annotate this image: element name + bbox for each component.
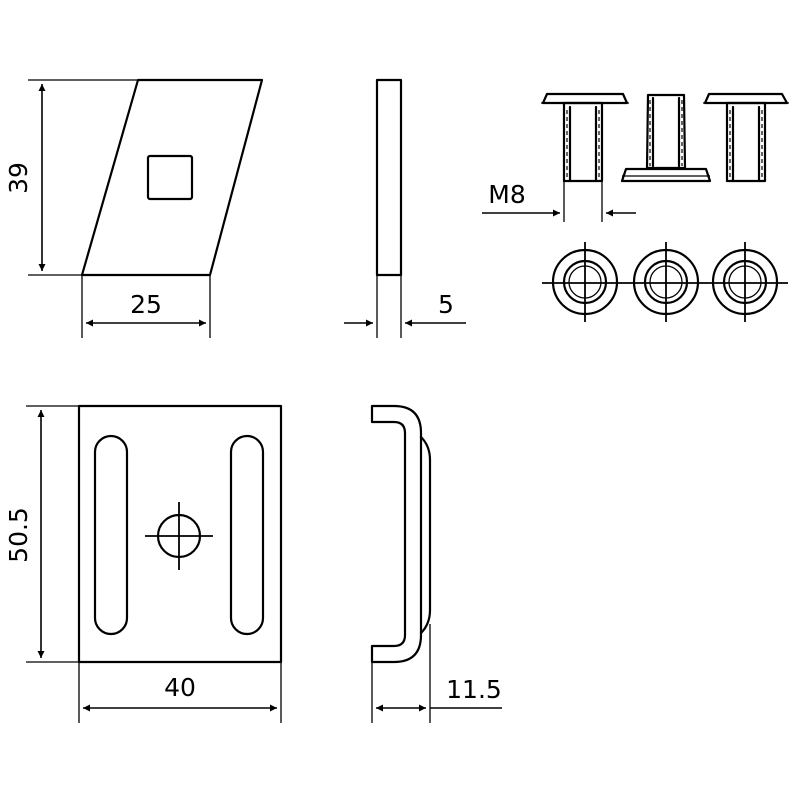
bolt-2	[620, 93, 712, 183]
slotted-plate-outline	[77, 404, 283, 664]
square-hole	[146, 154, 194, 201]
bolt-top-view-1	[551, 242, 619, 322]
thickness-dimension-label: 5	[438, 290, 454, 319]
width-dimension-label: 25	[130, 290, 162, 319]
bracket-side-view: 11.5	[370, 404, 502, 723]
bracket-base-edge	[419, 435, 432, 635]
bolt-1	[541, 92, 629, 183]
plate-height-label: 50.5	[4, 507, 33, 563]
thread-size-label: M8	[488, 180, 525, 209]
slanted-plate-view: 39 25	[4, 78, 264, 338]
bolt-top-view-2	[632, 242, 700, 322]
depth-dimension-label: 11.5	[446, 675, 502, 704]
bolt-top-view-3	[711, 242, 779, 322]
plate-width-label: 40	[164, 673, 196, 702]
left-slot	[93, 434, 129, 636]
bracket-profile	[370, 404, 423, 664]
slotted-plate-view: 50.5 40	[4, 404, 283, 723]
bolt-3	[703, 92, 789, 183]
plate-side-outline	[375, 78, 403, 277]
right-slot	[229, 434, 265, 636]
slanted-plate-outline	[80, 78, 264, 277]
height-dimension-label: 39	[4, 162, 33, 194]
plate-side-view: 5	[344, 78, 466, 338]
bolts-view: M8	[482, 92, 789, 322]
